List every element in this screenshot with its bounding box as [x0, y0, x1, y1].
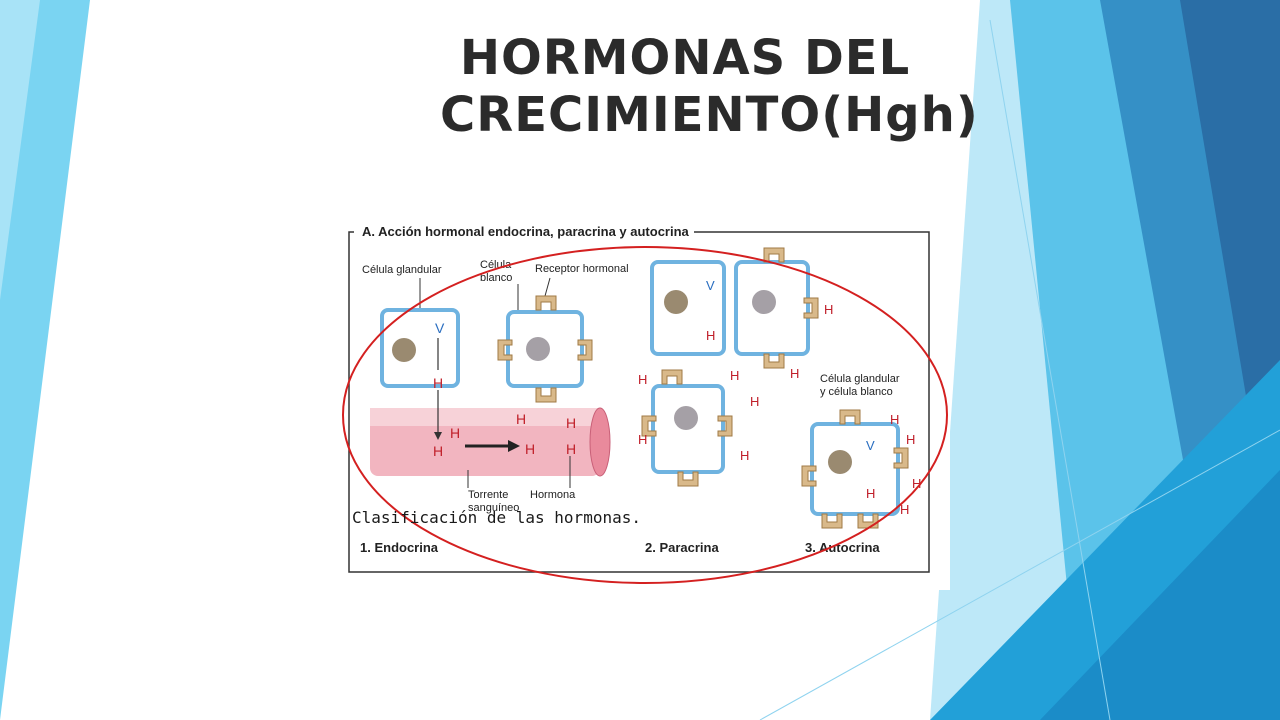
target-cell	[506, 310, 584, 388]
nucleus	[828, 450, 852, 474]
decor-line	[759, 429, 1280, 720]
svg-text:H: H	[824, 302, 833, 317]
receptor	[535, 295, 557, 311]
nucleus	[752, 290, 776, 314]
nucleus	[664, 290, 688, 314]
type-paracrine-label: 2. Paracrina	[645, 540, 719, 555]
label-glandular-target-line2: y célula blanco	[820, 386, 893, 398]
svg-text:H: H	[566, 441, 576, 457]
receptor	[577, 339, 593, 361]
left-accent-highlight	[0, 0, 40, 300]
svg-text:H: H	[638, 432, 647, 447]
figure-caption: Clasificación de las hormonas.	[352, 508, 641, 527]
svg-text:H: H	[566, 415, 576, 431]
figure-heading: A. Acción hormonal endocrina, paracrina …	[362, 224, 690, 239]
label-glandular-target-line1: Célula glandular	[820, 373, 900, 385]
receptor	[497, 339, 513, 361]
svg-text:H: H	[750, 394, 759, 409]
svg-text:H: H	[912, 476, 921, 491]
symbol-h: H	[433, 375, 443, 391]
label-bloodstream-line1: Torrente	[468, 489, 508, 501]
label-receptor: Receptor hormonal	[535, 263, 629, 275]
decor-line	[989, 19, 1111, 720]
svg-text:H: H	[890, 412, 899, 427]
nucleus	[674, 406, 698, 430]
svg-text:H: H	[730, 368, 739, 383]
svg-text:H: H	[790, 366, 799, 381]
svg-text:H: H	[900, 502, 909, 517]
svg-text:V: V	[866, 438, 875, 453]
annotation-ellipse	[342, 246, 948, 584]
svg-text:H: H	[906, 432, 915, 447]
nucleus	[392, 338, 416, 362]
right-bottom-triangle-dark	[1040, 470, 1280, 720]
receptor	[535, 387, 557, 403]
label-bloodstream-line2: sanguíneo	[468, 502, 519, 514]
type-endocrine-label: 1. Endocrina	[360, 540, 439, 555]
svg-text:V: V	[706, 278, 715, 293]
svg-text:H: H	[740, 448, 749, 463]
paracrine-target-cell	[651, 384, 725, 474]
glandular-cell	[380, 308, 460, 388]
label-glandular-cell: Célula glandular	[362, 264, 442, 276]
svg-text:H: H	[516, 411, 526, 427]
label-target-cell-line2: blanco	[480, 272, 512, 284]
title-line-2: CRECIMIENTO(Hgh)	[440, 87, 979, 143]
label-target-cell-line1: Célula	[480, 259, 512, 271]
left-accent-shape	[0, 0, 90, 720]
svg-text:H: H	[866, 486, 875, 501]
svg-text:H: H	[638, 372, 647, 387]
symbol-v: V	[435, 320, 445, 336]
label-hormone: Hormona	[530, 489, 576, 501]
hormone-action-figure: A. Acción hormonal endocrina, paracrina …	[340, 210, 950, 590]
nucleus	[526, 337, 550, 361]
title-line-1: HORMONAS DEL	[459, 30, 911, 86]
paracrine-source-cell	[650, 260, 726, 356]
svg-text:H: H	[706, 328, 715, 343]
svg-text:H: H	[433, 443, 443, 459]
slide-title: HORMONAS DEL CRECIMIENTO(Hgh)	[440, 30, 979, 144]
svg-text:H: H	[450, 425, 460, 441]
svg-text:H: H	[525, 441, 535, 457]
